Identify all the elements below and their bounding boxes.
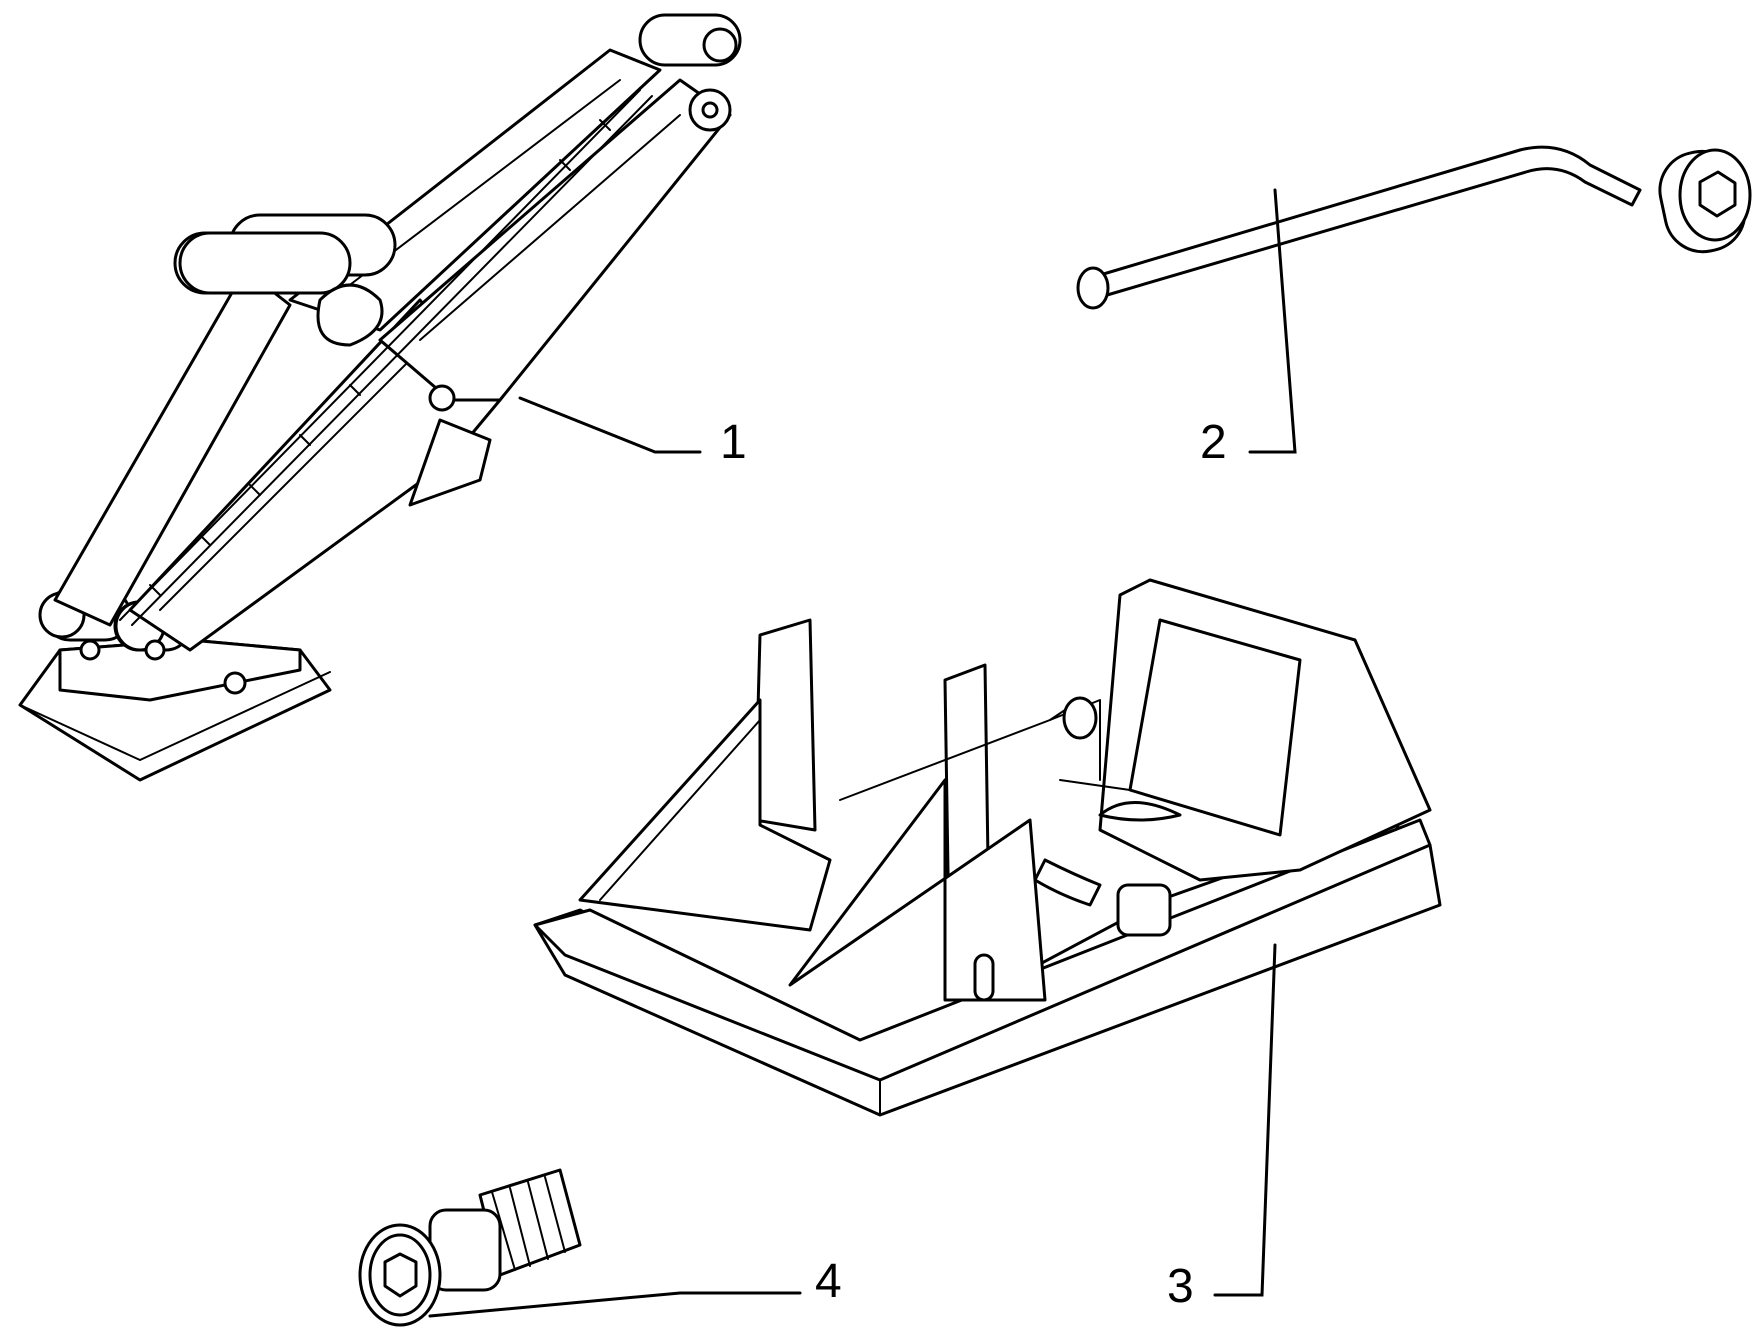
leader-3 <box>1213 943 1277 1297</box>
callout-3: 3 <box>1167 1260 1194 1313</box>
socket-adapter <box>358 1168 582 1327</box>
leader-4 <box>428 1291 802 1318</box>
callout-labels: 1 2 3 4 <box>720 416 1227 1313</box>
leader-lines <box>428 188 1297 1318</box>
callout-4: 4 <box>815 1255 842 1308</box>
leader-2 <box>1248 188 1297 454</box>
scissor-jack <box>18 13 742 782</box>
tool-tray <box>533 578 1442 1117</box>
leader-1 <box>518 396 702 454</box>
callout-2: 2 <box>1200 416 1227 469</box>
wheel-brace <box>1076 145 1752 310</box>
callout-1: 1 <box>720 416 747 469</box>
